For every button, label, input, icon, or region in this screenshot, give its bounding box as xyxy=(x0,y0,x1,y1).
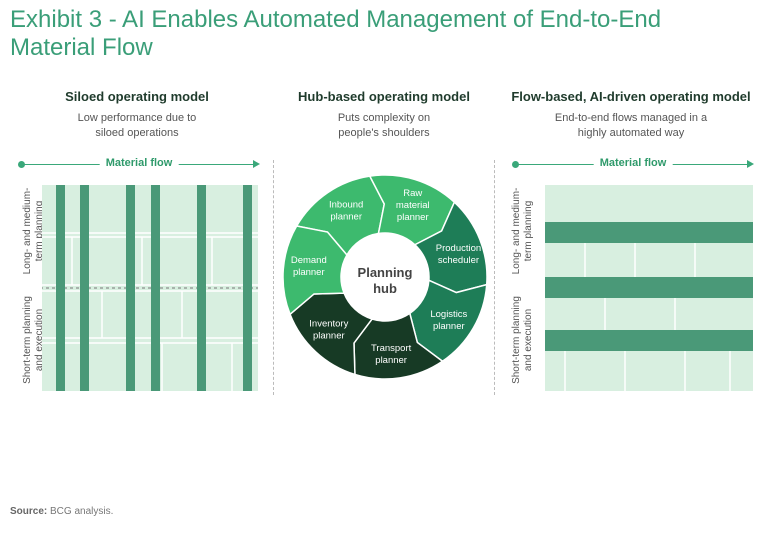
silo-bar xyxy=(126,185,135,391)
row-label-line: and execution xyxy=(523,308,534,372)
hub-segment-label: Transport xyxy=(371,343,412,354)
hub-segment-label: Raw xyxy=(403,188,422,199)
flow-model-subtitle: End-to-end flows managed in a highly aut… xyxy=(531,111,731,141)
siloed-subtitle-line: siloed operations xyxy=(95,127,179,139)
hub-segment-label: planner xyxy=(397,212,429,223)
hub-segment-label: planner xyxy=(313,331,345,342)
hub-segment-label: Inbound xyxy=(329,200,363,211)
material-flow-label: Material flow xyxy=(99,157,179,169)
hub-labels: InboundplannerRawmaterialplannerProducti… xyxy=(291,188,481,366)
flow-bar xyxy=(545,330,753,351)
flow-bar xyxy=(545,222,753,243)
row-label-line: Short-term planning xyxy=(511,296,522,384)
silo-bar xyxy=(56,185,65,391)
hub-subtitle-line: Puts complexity on xyxy=(337,112,431,124)
hub-segment-label: Logistics xyxy=(430,309,467,320)
row-label-line: Short-term planning xyxy=(22,296,33,384)
planning-hub-label: hub xyxy=(373,281,397,296)
hub-segment-label: planner xyxy=(330,212,362,223)
silo-bar xyxy=(151,185,160,391)
siloed-model-panel xyxy=(42,185,258,391)
siloed-subtitle-line: Low performance due to xyxy=(77,112,197,124)
hub-segment-label: Inventory xyxy=(309,319,348,330)
planning-hub-label: Planning xyxy=(358,265,413,280)
row-label-short-term-flow: Short-term planning and execution xyxy=(511,275,535,405)
flow-bar xyxy=(545,277,753,298)
hub-segments xyxy=(282,174,488,380)
exhibit-title: Exhibit 3 - AI Enables Automated Managem… xyxy=(10,6,662,61)
silo-bars xyxy=(56,185,252,391)
flow-subtitle-line: highly automated way xyxy=(577,127,685,139)
panel-grid xyxy=(42,232,258,391)
column-divider xyxy=(273,160,274,395)
silo-bar xyxy=(197,185,206,391)
column-divider xyxy=(494,160,495,395)
planning-hub-diagram: InboundplannerRawmaterialplannerProducti… xyxy=(282,174,488,380)
source-note: Source: BCG analysis. xyxy=(10,506,113,517)
hub-subtitle-line: people's shoulders xyxy=(338,127,430,139)
silo-bar xyxy=(243,185,252,391)
source-label: Source: xyxy=(10,506,48,517)
source-text: BCG analysis. xyxy=(50,506,114,517)
flow-subtitle-line: End-to-end flows managed in a xyxy=(554,112,708,124)
silo-bar xyxy=(80,185,89,391)
hub-segment-label: Demand xyxy=(291,255,327,266)
hub-model-subtitle: Puts complexity on people's shoulders xyxy=(284,111,484,141)
hub-segment-label: planner xyxy=(375,355,407,366)
hub-model-title: Hub-based operating model xyxy=(298,89,470,104)
flow-model-panel xyxy=(545,185,753,391)
hub-segment-label: material xyxy=(396,200,430,211)
flow-model-title: Flow-based, AI-driven operating model xyxy=(511,89,751,104)
hub-segment-label: Production xyxy=(436,243,481,254)
hub-segment-label: planner xyxy=(433,321,465,332)
material-flow-label: Material flow xyxy=(593,157,673,169)
panel-grid xyxy=(564,243,731,391)
hub-segment-label: planner xyxy=(293,267,325,278)
flow-bars xyxy=(545,222,753,351)
material-flow-arrow-flow: Material flow xyxy=(512,157,754,173)
siloed-model-title: Siloed operating model xyxy=(65,89,209,104)
hub-segment-label: scheduler xyxy=(438,255,479,266)
siloed-model-subtitle: Low performance due to siloed operations xyxy=(37,111,237,141)
material-flow-arrow-siloed: Material flow xyxy=(18,157,260,173)
planning-hub-center xyxy=(341,233,429,321)
